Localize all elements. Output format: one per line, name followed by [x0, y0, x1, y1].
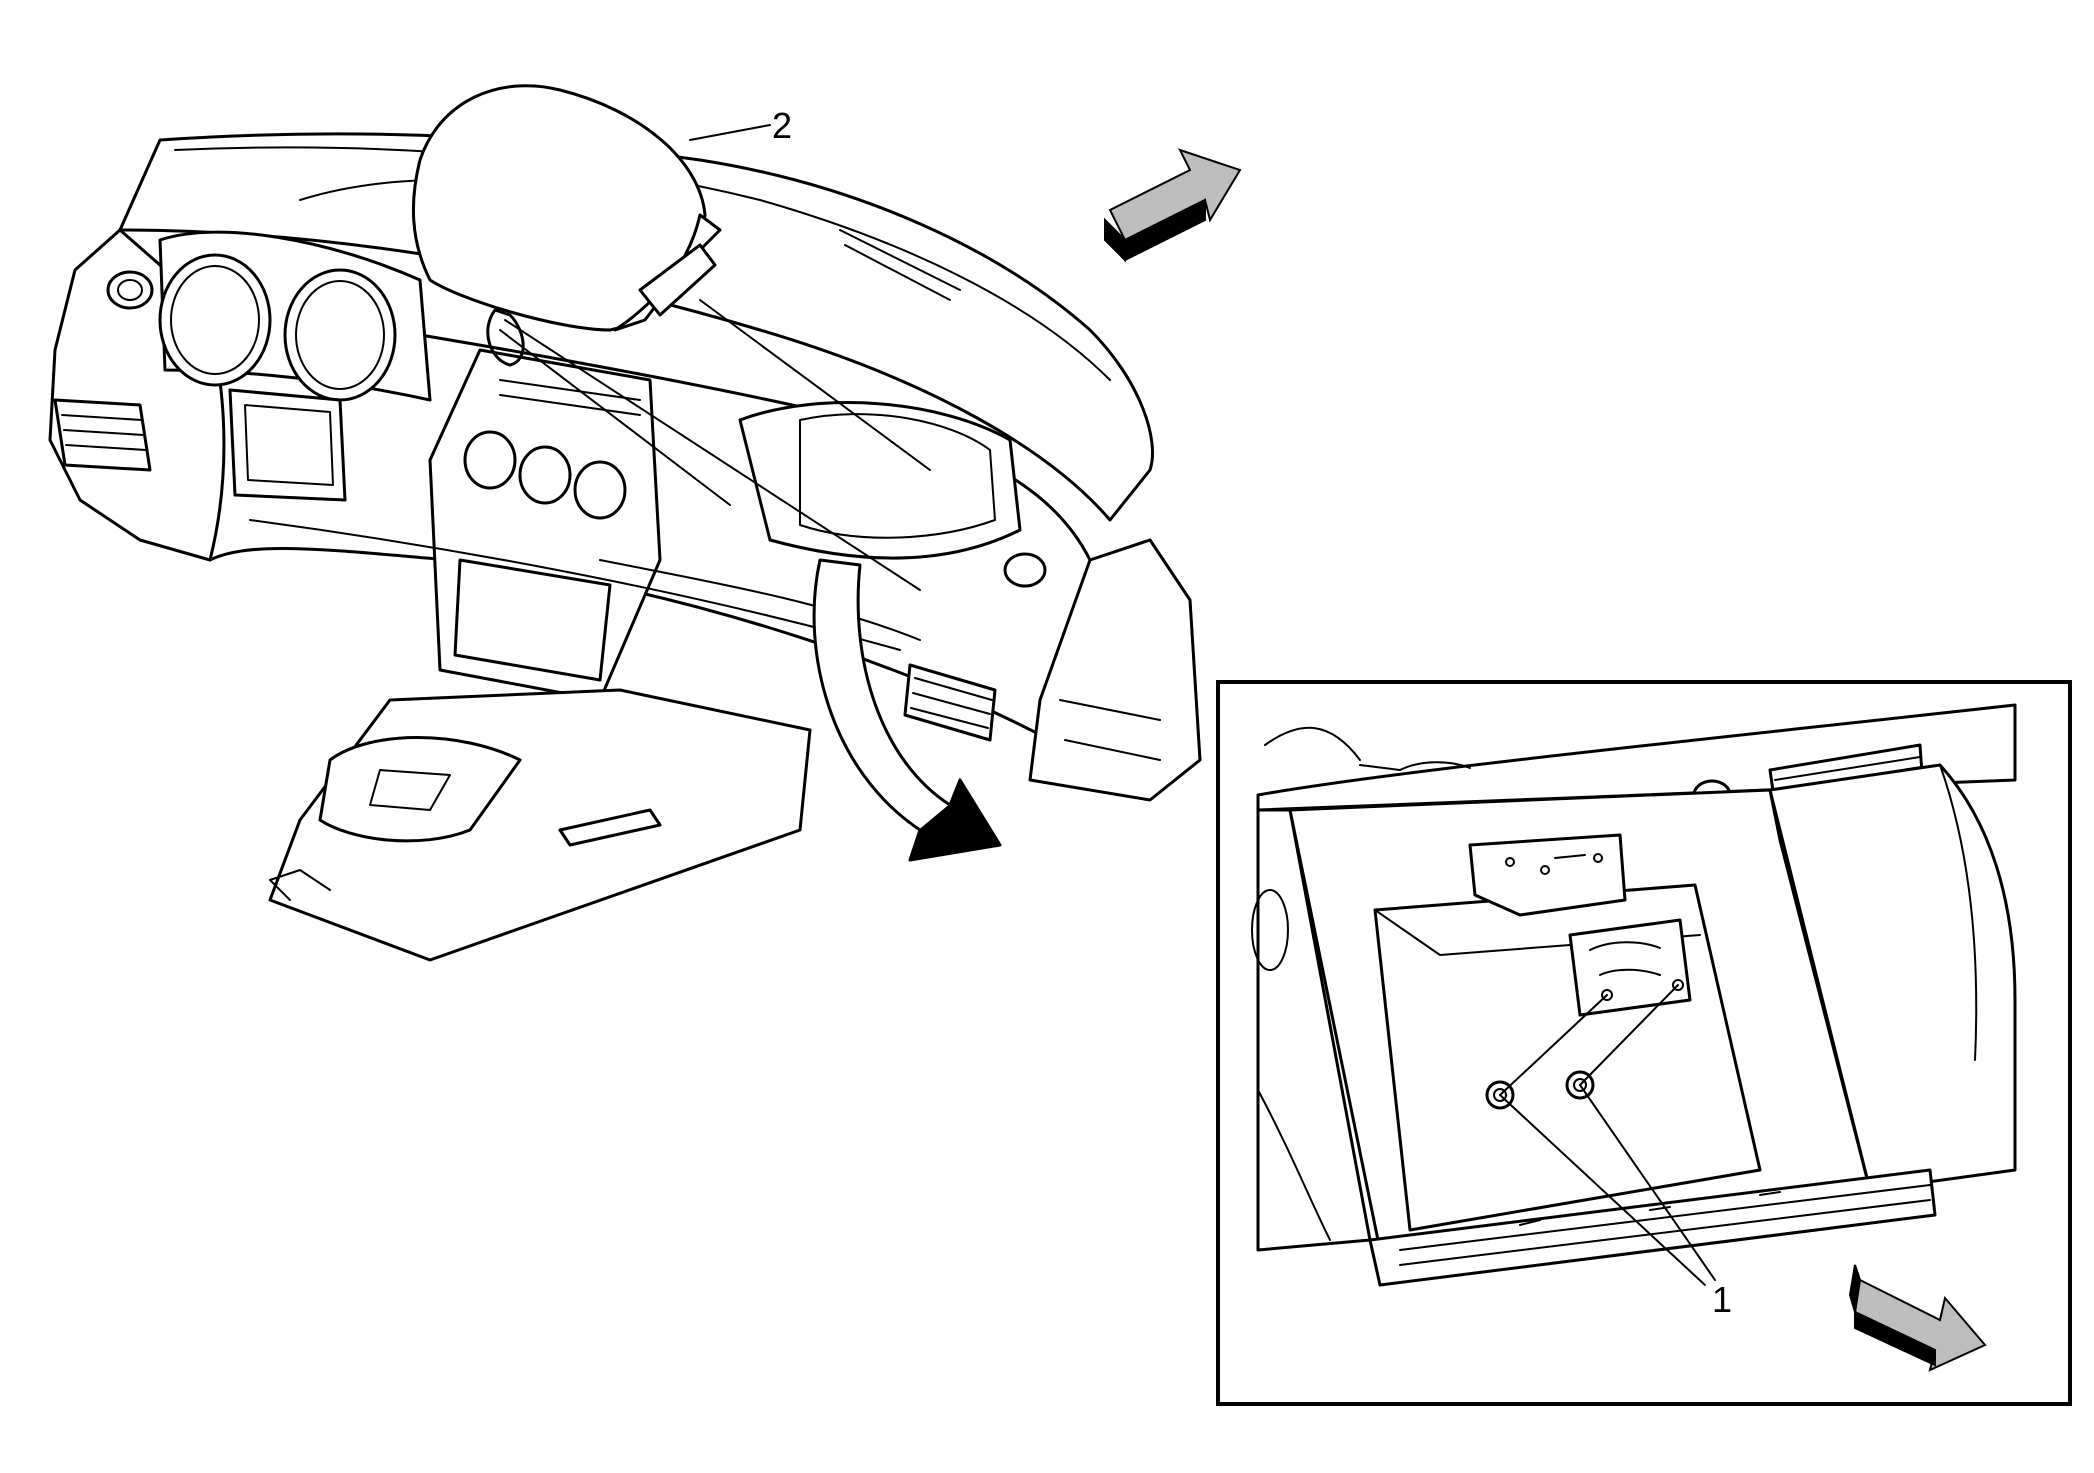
install-guide-line — [499, 329, 731, 506]
shifter-opening — [318, 736, 522, 843]
fastener-hole-icon — [1601, 989, 1613, 1001]
passenger-side-vent-icon — [1003, 552, 1047, 588]
center-stack — [428, 348, 662, 702]
callout-2-leader — [689, 124, 771, 141]
detail-inset: 1 — [1216, 680, 2072, 1406]
forward-direction-arrow-icon — [1848, 1264, 1987, 1372]
callout-2-label: 2 — [772, 105, 792, 146]
tachometer-gauge-icon — [283, 268, 397, 402]
airbag-module — [411, 84, 722, 367]
callout-1-label: 1 — [1712, 1279, 1732, 1320]
curved-arrow-icon — [812, 558, 1002, 862]
install-guide-line — [699, 299, 931, 471]
speedometer-gauge-icon — [158, 253, 272, 387]
console-storage-slot — [558, 808, 662, 847]
dash-right-end — [1028, 538, 1202, 802]
instrument-panel-assembly — [48, 132, 1202, 962]
inset-right-panel — [1768, 763, 2017, 1192]
center-vent-knob-icon — [463, 430, 517, 490]
left-lower-vent-icon — [53, 398, 152, 472]
passenger-upper-opening — [738, 401, 1022, 560]
steering-column-opening — [228, 388, 347, 502]
instrument-cluster — [158, 230, 432, 402]
airbag-mounting-bracket — [638, 243, 717, 317]
center-knob-icon — [518, 445, 572, 505]
center-knob-right-icon — [573, 460, 627, 520]
install-guide-line — [504, 319, 921, 591]
inset-airbag-plate — [1568, 918, 1692, 1017]
callout-1-leader — [1499, 1094, 1706, 1286]
inset-bottom-rail — [1368, 1168, 1937, 1287]
glove-box-cavity — [1373, 883, 1762, 1232]
callout-1-leader — [1579, 1084, 1716, 1281]
fastener-hole-icon — [1672, 979, 1684, 991]
radio-opening — [453, 558, 612, 682]
left-side-vent-icon — [106, 270, 154, 310]
inset-mounting-bracket — [1468, 833, 1627, 917]
forward-direction-arrow-icon — [1104, 148, 1242, 263]
